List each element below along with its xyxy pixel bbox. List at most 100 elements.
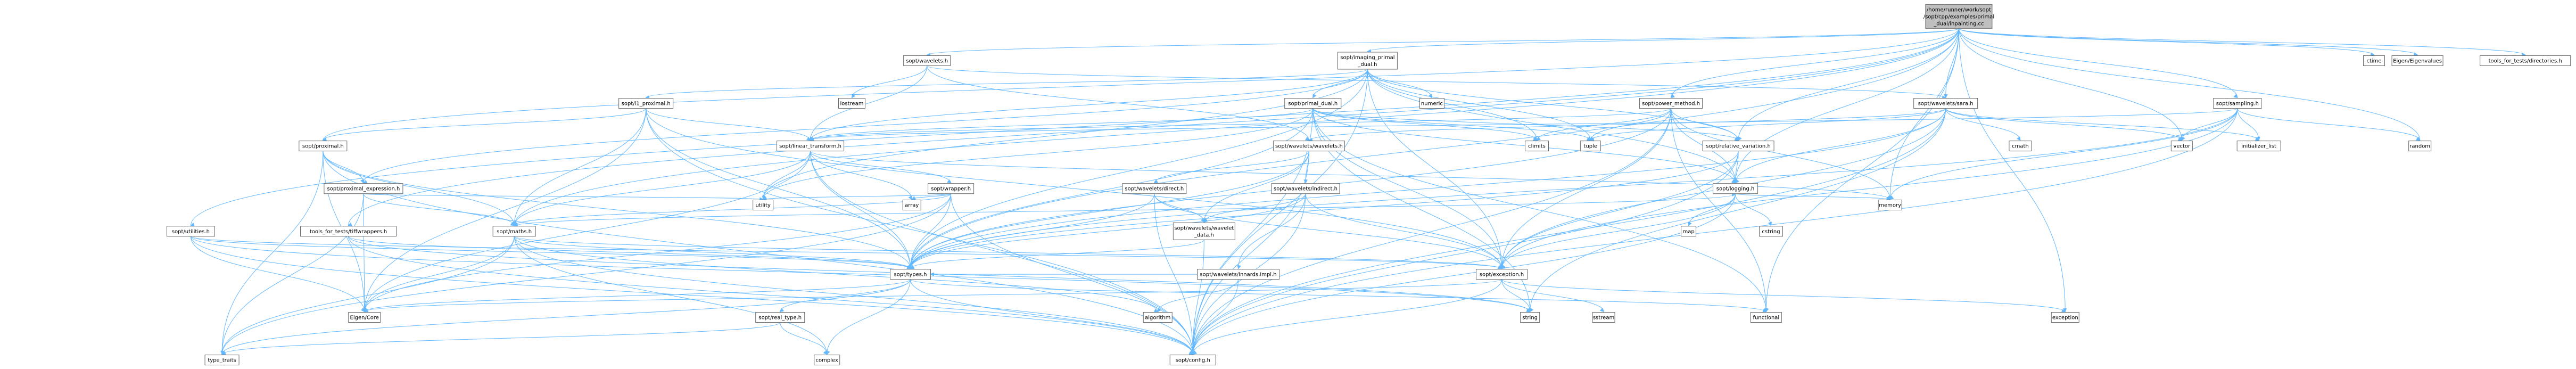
edge-line (1501, 279, 1531, 312)
node-types[interactable]: sopt/types.h (890, 269, 931, 280)
node-wavelets-indirect[interactable]: sopt/wavelets/indirect.h (1271, 183, 1340, 194)
node-sara[interactable]: sopt/wavelets/sara.h (1913, 98, 1978, 109)
edge-sara-to-vector (1945, 108, 2183, 141)
node-logging[interactable]: sopt/logging.h (1713, 183, 1758, 194)
node-box (1713, 183, 1758, 194)
edge-arrowhead (1157, 307, 1162, 313)
node-box (838, 98, 865, 109)
node-l1-proximal[interactable]: sopt/l1_proximal.h (618, 98, 674, 109)
edge-line (190, 236, 365, 312)
node-box (1476, 269, 1528, 280)
edge-sara-to-tuple (1590, 108, 1946, 142)
edge-line (1958, 28, 2418, 55)
node-label: map (1682, 229, 1694, 235)
edge-line (514, 236, 911, 269)
edge-arrowhead (348, 222, 352, 226)
node-box (299, 141, 348, 152)
edge-line (514, 194, 1736, 227)
edge-proximal-to-proximal-expression (323, 151, 365, 184)
node-label: utility (755, 203, 771, 209)
edge-line (190, 236, 1502, 269)
edge-line (1192, 108, 1314, 355)
edge-arrowhead (762, 195, 766, 200)
edge-line (190, 28, 1959, 226)
node-label: tools_for_tests/directories.h (2489, 58, 2562, 64)
edge-arrowhead (2062, 308, 2067, 313)
edge-line (1238, 193, 1306, 269)
edge-line (514, 108, 647, 226)
edge-line (1192, 108, 2238, 355)
node-box (1878, 200, 1902, 210)
edge-arrowhead (1738, 136, 1742, 141)
edge-line (323, 151, 1193, 355)
node-wrapper[interactable]: sopt/wrapper.h (928, 183, 975, 194)
node-imaging-pd[interactable]: sopt/imaging_primal_dual.h (1337, 52, 1398, 70)
edge-linear-transform-to-wrapper (810, 151, 952, 184)
edge-line (1958, 28, 2421, 141)
node-label: cmath (2012, 144, 2029, 150)
edge-exception-to-eigen-core (364, 279, 1502, 314)
edge-arrowhead (806, 136, 811, 141)
node-ctime: ctime (2363, 55, 2385, 66)
node-wavelet-data[interactable]: sopt/wavelets/wavelet_data.h (1173, 222, 1235, 240)
node-relative-variation[interactable]: sopt/relative_variation.h (1702, 141, 1774, 152)
edge-arrowhead (510, 222, 515, 226)
node-config[interactable]: sopt/config.h (1169, 355, 1216, 366)
edge-line (910, 151, 1739, 269)
node-primal-dual[interactable]: sopt/primal_dual.h (1284, 98, 1342, 109)
node-utilities[interactable]: sopt/utilities.h (166, 226, 215, 237)
node-proximal-expression[interactable]: sopt/proximal_expression.h (324, 183, 403, 194)
edge-arrowhead (1733, 179, 1738, 184)
edge-arrowhead (1688, 222, 1692, 226)
edge-line (910, 108, 1946, 269)
node-algorithm: algorithm (1143, 311, 1173, 323)
node-wavelets-direct[interactable]: sopt/wavelets/direct.h (1122, 183, 1187, 194)
edge-arrowhead (322, 137, 327, 142)
edge-line (1192, 151, 1739, 355)
edge-line (514, 236, 1502, 269)
node-wavelets-wavelets[interactable]: sopt/wavelets/wavelets.h (1273, 141, 1345, 152)
node-label: complex (816, 358, 838, 364)
node-utility: utility (753, 200, 774, 210)
edge-root-to-std-exception (1958, 28, 2067, 313)
edge-line (1192, 193, 1736, 355)
node-box (1925, 4, 1993, 29)
edge-arrowhead (947, 179, 952, 184)
node-eigen-core: Eigen/Core (348, 311, 381, 323)
node-vector: vector (2170, 141, 2193, 152)
node-real-type[interactable]: sopt/real_type.h (755, 311, 805, 323)
node-root[interactable]: /home/runner/work/sopt/sopt/cpp/examples… (1923, 4, 1994, 29)
node-linear-transform[interactable]: sopt/linear_transform.h (777, 141, 845, 152)
node-label: sopt/linear_transform.h (779, 144, 841, 150)
edge-wavelets-indirect-to-innards (1237, 193, 1306, 269)
edge-line (1501, 151, 1739, 269)
node-box (1173, 222, 1235, 240)
edge-line (910, 193, 952, 269)
node-label: _dual/inpainting.cc (1933, 21, 1984, 27)
edge-root-to-proximal (322, 28, 1959, 142)
edge-arrowhead (1153, 308, 1159, 313)
edge-line (363, 193, 515, 226)
edge-imaging-pd-to-numeric (1367, 69, 1433, 99)
node-box (324, 183, 403, 194)
edge-line (780, 322, 828, 355)
node-type-traits: type_traits (204, 355, 240, 366)
node-label: sopt/maths.h (497, 229, 532, 235)
node-maths[interactable]: sopt/maths.h (492, 226, 536, 237)
edge-arrowhead (1532, 137, 1538, 141)
edge-line (514, 236, 1193, 355)
node-box (618, 98, 674, 109)
node-exception[interactable]: sopt/exception.h (1476, 269, 1528, 280)
node-innards[interactable]: sopt/wavelets/innards.impl.h (1197, 269, 1279, 280)
node-std-exception: exception (2051, 311, 2079, 323)
node-wavelets-h[interactable]: sopt/wavelets.h (903, 55, 951, 66)
node-proximal[interactable]: sopt/proximal.h (299, 141, 348, 152)
edge-arrowhead (1763, 308, 1768, 313)
node-label: sopt/real_type.h (758, 315, 802, 321)
node-box (1580, 141, 1601, 152)
node-label: sopt/l1_proximal.h (622, 101, 671, 107)
node-label: sopt/wavelets/sara.h (1918, 101, 1974, 107)
edge-line (763, 151, 811, 200)
node-power-method[interactable]: sopt/power_method.h (1639, 98, 1703, 109)
node-sampling[interactable]: sopt/sampling.h (2213, 98, 2262, 109)
